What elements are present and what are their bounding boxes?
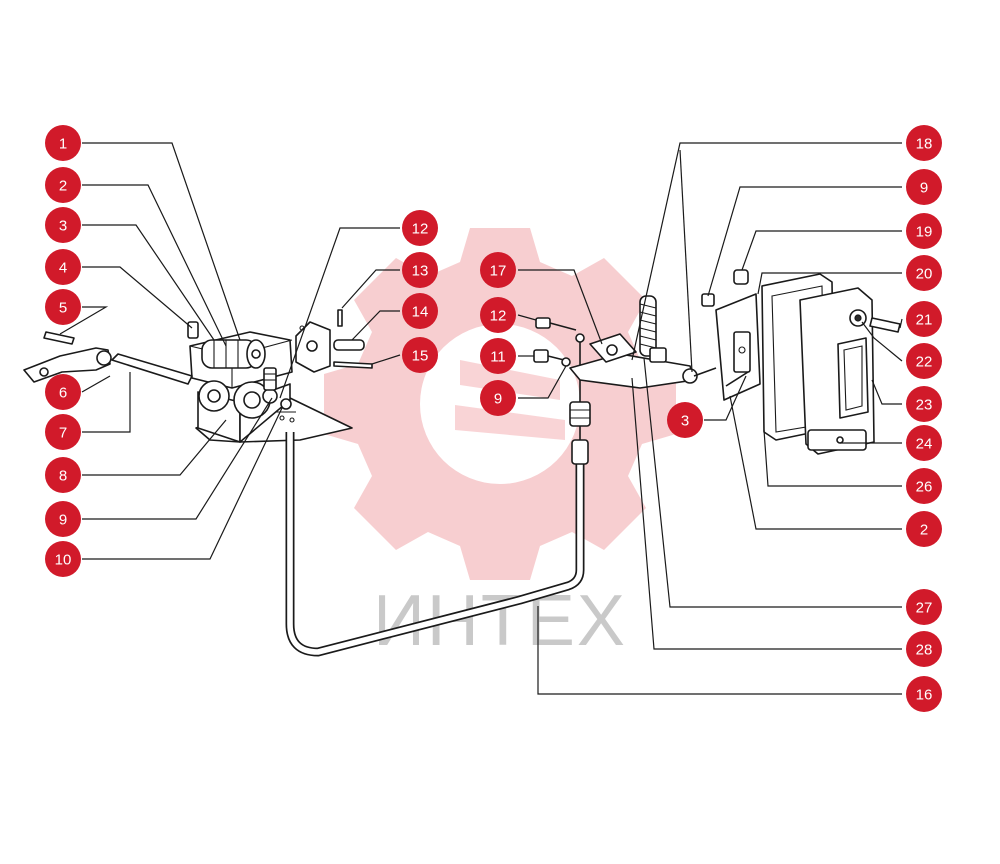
callout-22: 22: [906, 343, 942, 379]
svg-text:11: 11: [490, 349, 506, 366]
callout-24: 24: [906, 425, 942, 461]
callout-9-right: 9: [906, 169, 942, 205]
leader-lines: [59, 142, 903, 695]
svg-text:9: 9: [494, 391, 502, 408]
svg-text:20: 20: [916, 266, 933, 283]
callout-8: 8: [45, 457, 81, 493]
svg-text:13: 13: [412, 263, 429, 280]
callout-27: 27: [906, 589, 942, 625]
svg-text:18: 18: [916, 136, 933, 153]
svg-text:10: 10: [55, 552, 72, 569]
callout-15: 15: [402, 337, 438, 373]
svg-text:2: 2: [920, 522, 928, 539]
svg-text:12: 12: [490, 308, 507, 325]
svg-text:12: 12: [412, 221, 429, 238]
svg-text:9: 9: [59, 512, 67, 529]
callout-1: 1: [45, 125, 81, 161]
callout-3-right: 3: [667, 402, 703, 438]
callouts: 1 2 3 4 5 6 7 8 9 10 12 13 14 15 17 12 1…: [45, 125, 942, 712]
callout-6: 6: [45, 374, 81, 410]
svg-text:26: 26: [916, 479, 933, 496]
svg-text:17: 17: [490, 263, 507, 280]
callout-12-top: 12: [402, 210, 438, 246]
svg-text:3: 3: [681, 413, 689, 430]
callout-21: 21: [906, 301, 942, 337]
callout-23: 23: [906, 386, 942, 422]
callout-11: 11: [480, 338, 516, 374]
svg-text:19: 19: [916, 224, 933, 241]
callout-19: 19: [906, 213, 942, 249]
callout-17: 17: [480, 252, 516, 288]
svg-text:28: 28: [916, 642, 933, 659]
callout-20: 20: [906, 255, 942, 291]
svg-text:9: 9: [920, 180, 928, 197]
callout-12-mid: 12: [480, 297, 516, 333]
svg-text:2: 2: [59, 178, 67, 195]
svg-text:5: 5: [59, 300, 67, 317]
callout-26: 26: [906, 468, 942, 504]
callout-18: 18: [906, 125, 942, 161]
svg-text:1: 1: [59, 136, 67, 153]
callout-16: 16: [906, 676, 942, 712]
callout-9-mid: 9: [480, 380, 516, 416]
svg-text:27: 27: [916, 600, 933, 617]
callout-4: 4: [45, 249, 81, 285]
svg-text:14: 14: [412, 304, 429, 321]
callout-14: 14: [402, 293, 438, 329]
svg-text:6: 6: [59, 385, 67, 402]
watermark-text: ИНТЕХ: [373, 581, 627, 661]
svg-text:24: 24: [916, 436, 933, 453]
cable-16: [285, 333, 591, 657]
callout-9: 9: [45, 501, 81, 537]
svg-text:4: 4: [59, 260, 67, 277]
svg-text:3: 3: [59, 218, 67, 235]
callout-7: 7: [45, 414, 81, 450]
svg-text:21: 21: [916, 312, 933, 329]
svg-text:15: 15: [412, 348, 429, 365]
svg-text:7: 7: [59, 425, 67, 442]
callout-2: 2: [45, 167, 81, 203]
callout-3: 3: [45, 207, 81, 243]
svg-text:16: 16: [916, 687, 933, 704]
callout-28: 28: [906, 631, 942, 667]
callout-5: 5: [45, 289, 81, 325]
svg-text:8: 8: [59, 468, 67, 485]
right-latch-mechanism: [701, 269, 901, 455]
callout-10: 10: [45, 541, 81, 577]
svg-text:23: 23: [916, 397, 933, 414]
left-mechanism: [23, 309, 373, 443]
callout-13: 13: [402, 252, 438, 288]
svg-text:22: 22: [916, 354, 933, 371]
callout-2-right: 2: [906, 511, 942, 547]
